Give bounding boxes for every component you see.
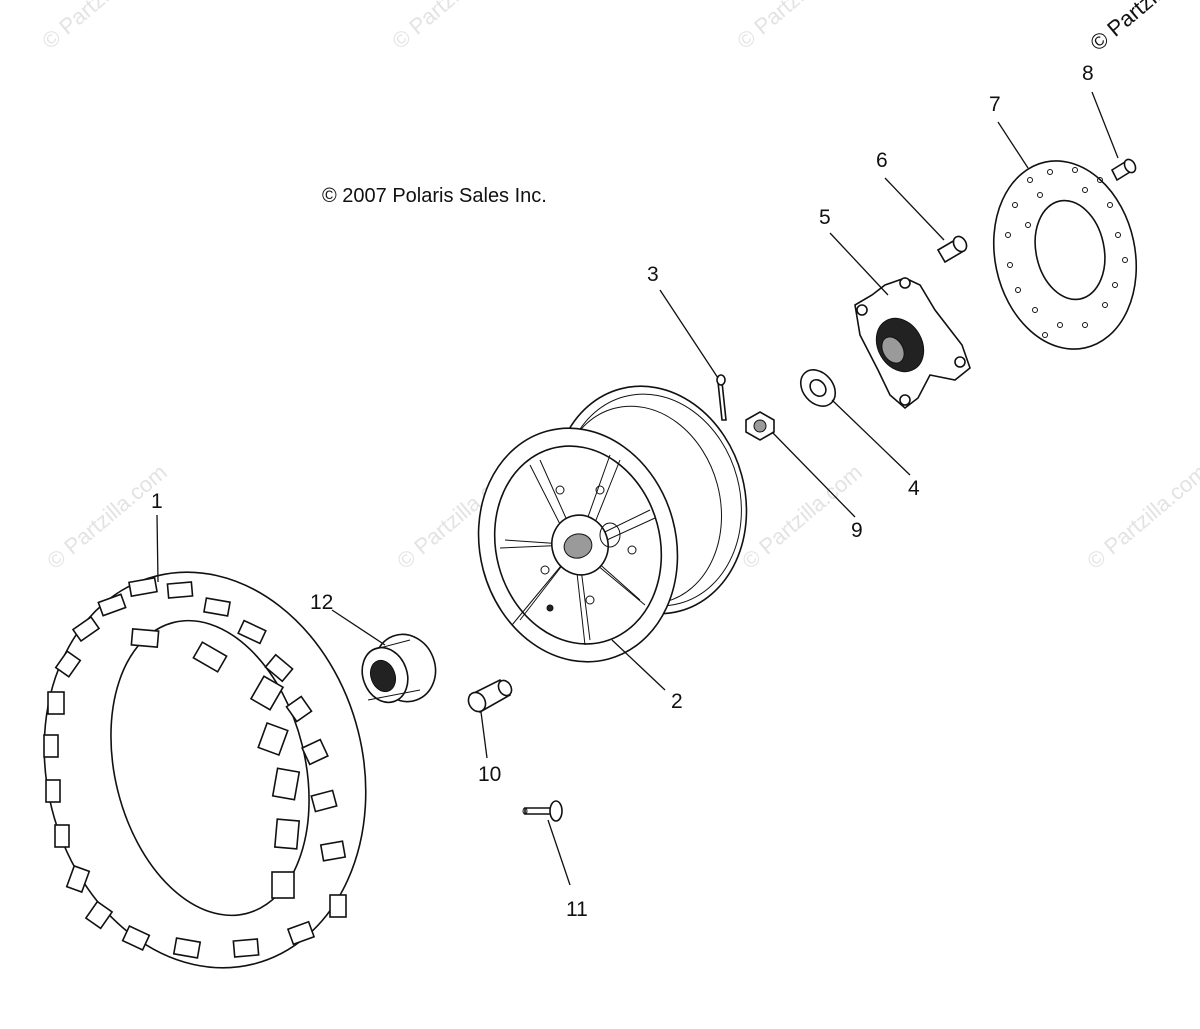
watermark-top-2: © Partzilla.com bbox=[387, 0, 517, 54]
watermark-corner: © Partzilla bbox=[1085, 0, 1179, 56]
brake-disc[interactable] bbox=[977, 148, 1153, 363]
callout-5: 5 bbox=[819, 206, 831, 229]
cotter-pin[interactable] bbox=[716, 374, 727, 421]
tire-tread bbox=[43, 576, 347, 959]
callout-9: 9 bbox=[851, 519, 863, 542]
lug-nut[interactable] bbox=[465, 678, 514, 715]
callout-7: 7 bbox=[989, 93, 1001, 116]
watermark-mid-1: © Partzilla.com bbox=[42, 459, 172, 573]
tire[interactable] bbox=[3, 538, 406, 1003]
hub-stud[interactable] bbox=[936, 234, 969, 264]
brake-disc-holes bbox=[1005, 167, 1128, 338]
callout-1: 1 bbox=[151, 490, 163, 513]
castle-nut[interactable] bbox=[745, 411, 775, 441]
watermark-mid-3: © Partzilla.com bbox=[737, 459, 867, 573]
callout-labels: 1 2 3 4 5 6 7 8 9 10 11 12 bbox=[151, 62, 1094, 921]
wheel-hub[interactable] bbox=[854, 277, 971, 410]
callout-6: 6 bbox=[876, 149, 888, 172]
washer[interactable] bbox=[794, 363, 843, 413]
copyright-text: © 2007 Polaris Sales Inc. bbox=[322, 185, 547, 207]
wheel-spokes bbox=[499, 454, 656, 646]
watermark-top-3: © Partzilla.com bbox=[732, 0, 862, 54]
callout-11: 11 bbox=[566, 898, 588, 921]
callout-3: 3 bbox=[647, 263, 659, 286]
callout-2: 2 bbox=[671, 690, 683, 713]
callout-12: 12 bbox=[310, 591, 333, 614]
leader-lines bbox=[156, 91, 1119, 886]
disc-bolt[interactable] bbox=[1110, 157, 1138, 182]
callout-8: 8 bbox=[1082, 62, 1094, 85]
watermark-top-1: © Partzilla.com bbox=[37, 0, 167, 54]
wheel-stud[interactable] bbox=[522, 800, 563, 822]
wheel-rim[interactable] bbox=[453, 364, 772, 684]
watermark-mid-4: © Partzilla.com bbox=[1082, 459, 1200, 573]
center-cap[interactable] bbox=[355, 626, 445, 710]
callout-10: 10 bbox=[478, 763, 501, 786]
callout-4: 4 bbox=[908, 477, 920, 500]
